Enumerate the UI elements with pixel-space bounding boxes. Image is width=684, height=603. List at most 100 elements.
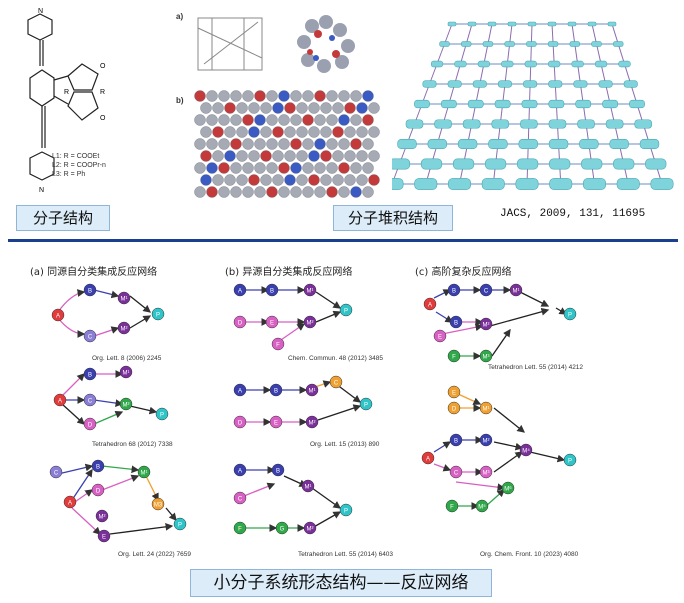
network-node [271, 463, 285, 477]
crystal-atom [314, 186, 326, 198]
atom-n-top: N [38, 8, 43, 15]
crystal-atom [278, 90, 290, 102]
crystal-atom [320, 126, 332, 138]
lattice-bond [483, 43, 489, 65]
lattice-node [549, 178, 573, 190]
crystal-atom [308, 150, 320, 162]
network-edge [493, 451, 524, 473]
network-edge [129, 405, 158, 415]
ref-a2: Tetrahedron 68 (2012) 7338 [92, 441, 173, 448]
lattice-bond [574, 43, 579, 65]
lattice-node [467, 21, 477, 27]
network-node [329, 375, 343, 389]
network-node-label: M² [483, 323, 490, 329]
network-node-label: M³ [483, 471, 490, 477]
network-node-label: A [58, 399, 62, 405]
lattice-node [501, 60, 514, 68]
network-node [275, 521, 289, 535]
network-node-label: A [238, 289, 242, 295]
network-edge [129, 295, 152, 313]
crystal-atom [356, 174, 368, 186]
network-node-label: F [276, 343, 280, 349]
crystal-atom [260, 126, 272, 138]
crystal-atom [212, 174, 224, 186]
network-node [479, 317, 493, 331]
lattice-node [507, 21, 517, 27]
network-node-label: P [156, 313, 160, 319]
crystal-atom [350, 186, 362, 198]
network-node-label: M⁵ [478, 504, 486, 511]
network-node-label: E [270, 321, 274, 327]
crystal-atom [356, 150, 368, 162]
network-node-label: P [178, 523, 182, 529]
network-node-label: C [454, 471, 459, 477]
lattice-node [579, 139, 599, 150]
lattice-bond [617, 43, 625, 65]
network-node [421, 451, 435, 465]
network-edge [457, 393, 482, 405]
journal-reference: JACS, 2009, 131, 11695 [500, 208, 646, 220]
lattice-node [420, 158, 443, 170]
network-node-label: D [238, 421, 243, 427]
crystal-atom [314, 114, 326, 126]
crystal-atom [278, 162, 290, 174]
crystal-atom [338, 90, 350, 102]
crystal-atom [242, 186, 254, 198]
lattice-framework-drawing [392, 21, 674, 190]
network-node-label: M¹ [121, 297, 128, 303]
lattice-node [547, 21, 557, 27]
crystal-atom [272, 126, 284, 138]
network-node-label: A [68, 501, 72, 507]
network-node [151, 307, 165, 321]
lattice-node [609, 139, 629, 150]
crystal-atom [230, 114, 242, 126]
network-node [119, 365, 133, 379]
crystal-atom [344, 102, 356, 114]
lattice-node [575, 99, 592, 109]
lattice-bond [436, 43, 445, 65]
crystal-atom [260, 174, 272, 186]
network-edge [455, 481, 506, 492]
crystal-atom [230, 138, 242, 150]
network-node-label: A [56, 314, 60, 320]
lattice-node [447, 178, 471, 190]
lattice-node [548, 60, 561, 68]
crystal-atom [284, 150, 296, 162]
lattice-node [548, 139, 569, 150]
network-node [233, 463, 247, 477]
crystal-atom [260, 150, 272, 162]
crystal-atom [290, 90, 302, 102]
network-node [339, 503, 353, 517]
crystal-atom [314, 162, 326, 174]
crystal-atom [278, 114, 290, 126]
crystal-atom [332, 126, 344, 138]
lattice-node [454, 60, 467, 68]
ref-c1: Tetrahedron Lett. 55 (2014) 4212 [488, 364, 584, 371]
crystal-atom [368, 150, 380, 162]
lattice-bond [487, 23, 493, 45]
lattice-node [634, 119, 653, 129]
network-node-label: M¹ [513, 289, 520, 295]
network-node-label: C [88, 399, 93, 405]
network-node-label: A [426, 457, 430, 463]
lattice-node [548, 99, 565, 109]
network-edge [57, 317, 86, 338]
lattice-node [405, 119, 424, 129]
crystal-atom [338, 138, 350, 150]
network-node-label: M¹ [307, 289, 314, 295]
crystal-atom [200, 102, 212, 114]
lattice-node [481, 178, 505, 190]
crystal-atom [254, 162, 266, 174]
lattice-node [482, 41, 494, 47]
lattice-bond [591, 23, 598, 45]
crystal-atom [302, 114, 314, 126]
lattice-bond [530, 43, 532, 65]
network-node-label: D [238, 321, 243, 327]
crystal-atom [278, 186, 290, 198]
lattice-node [504, 41, 515, 47]
section-divider [8, 239, 678, 242]
lattice-node [577, 119, 595, 129]
crystal-atom [344, 150, 356, 162]
lattice-bond [444, 23, 453, 45]
network-node-label: M⁶ [504, 486, 512, 493]
